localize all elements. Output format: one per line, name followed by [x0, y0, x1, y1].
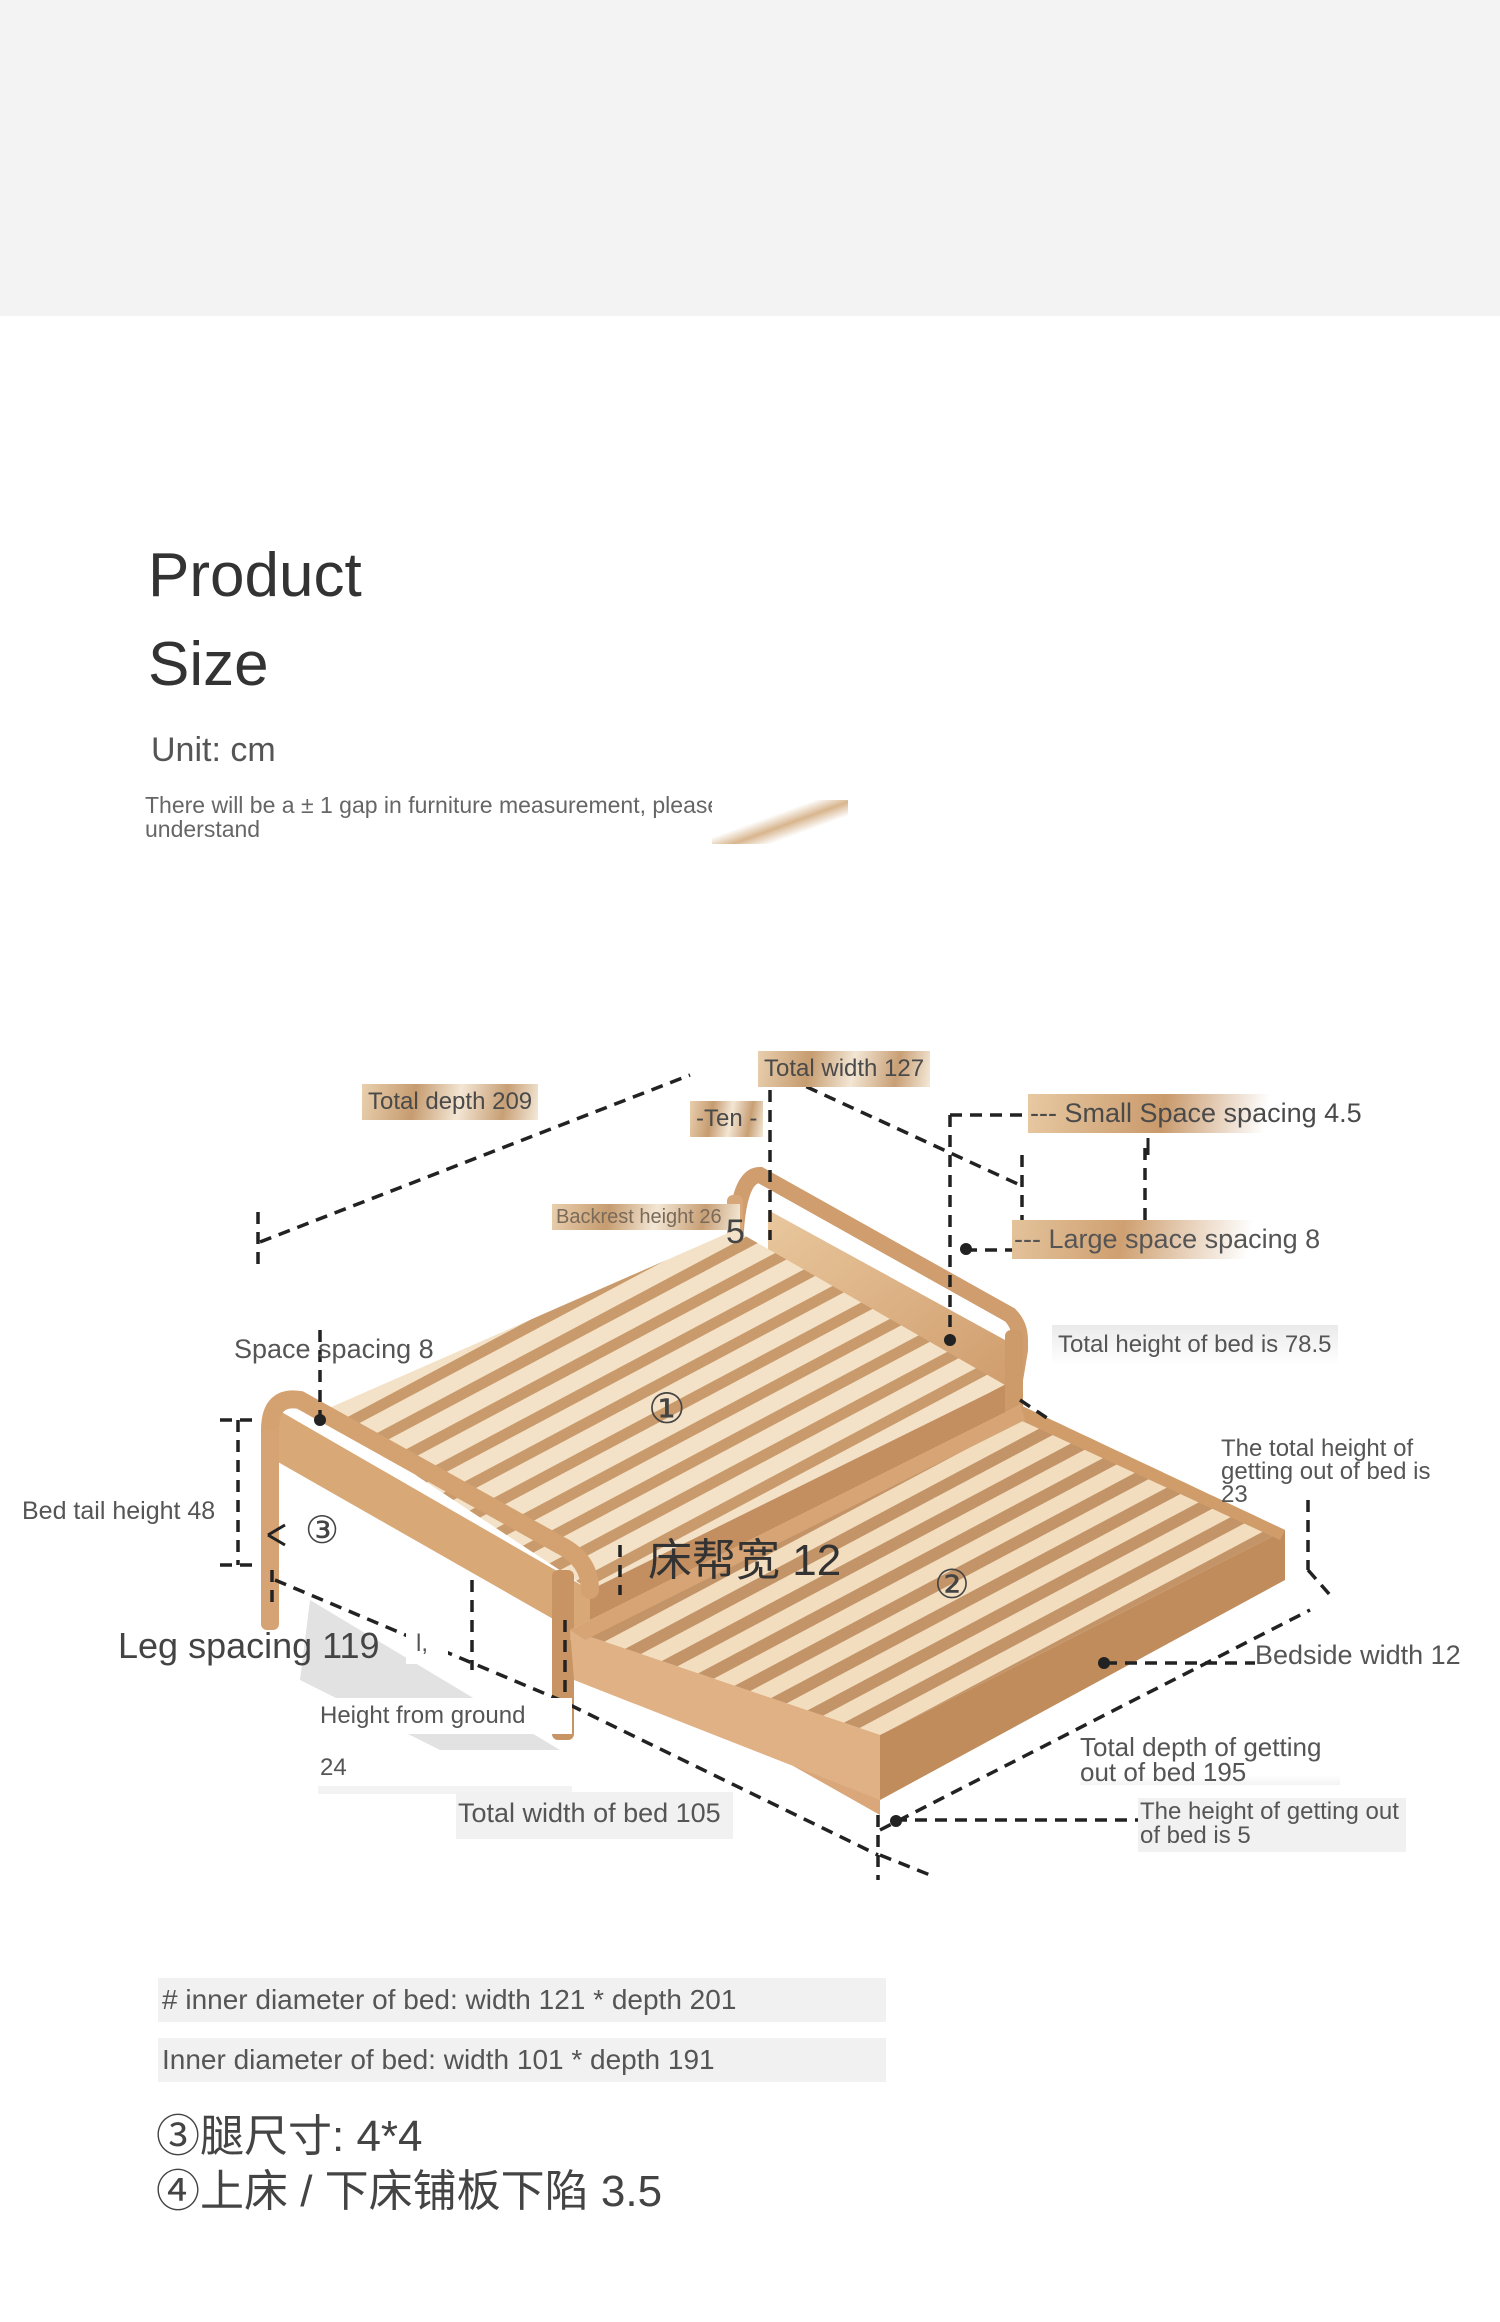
label-height-ground-2: 24 [318, 1750, 572, 1794]
label-total-depth-out: Total depth of getting out of bed 195 [1080, 1734, 1340, 1785]
spec-leg-size: ③腿尺寸: 4*4 [156, 2112, 423, 2161]
unit-label: Unit: cm [151, 731, 276, 769]
label-total-depth: Total depth 209 [362, 1084, 539, 1120]
label-main-bed-marker: ① [648, 1385, 686, 1432]
note-wood-fragment [712, 800, 848, 844]
label-ten: -Ten - [690, 1101, 764, 1137]
label-large-space: --- Large space spacing 8 [1012, 1220, 1329, 1260]
label-height-ground-1: Height from ground [318, 1698, 572, 1734]
label-leg-spacing: Leg spacing 119 [118, 1625, 380, 1666]
top-banner [0, 0, 1500, 316]
label-leg-marker: ③ [305, 1510, 340, 1552]
label-total-width: Total width 127 [758, 1051, 931, 1087]
measurement-note: There will be a ± 1 gap in furniture mea… [145, 792, 721, 842]
label-backrest-height: Backrest height 26 [552, 1204, 740, 1230]
label-bed-tail-height: Bed tail height 48 [22, 1497, 216, 1525]
label-backrest-5: 5 [726, 1213, 745, 1251]
label-total-width-bed: Total width of bed 105 [456, 1792, 733, 1840]
trundle-bed [570, 1405, 1285, 1815]
label-bed-side-cn: 床帮宽 12 [648, 1536, 842, 1585]
page-title-line2: Size [148, 630, 269, 699]
dimension-lines [220, 1068, 1332, 1880]
page-title-line1: Product [148, 541, 362, 610]
label-trundle-marker: ② [934, 1563, 970, 1607]
main-bed [261, 1166, 1028, 1740]
label-leg-mark: l, [406, 1628, 448, 1664]
label-total-height-out: The total height of getting out of bed i… [1221, 1435, 1431, 1508]
label-total-height: Total height of bed is 78.5 [1052, 1325, 1338, 1365]
spec-board-drop: ④上床 / 下床铺板下陷 3.5 [156, 2167, 663, 2216]
label-space-spacing: Space spacing 8 [234, 1334, 434, 1364]
bed-diagram [220, 1068, 1332, 1880]
spec-inner-main: # inner diameter of bed: width 121 * dep… [158, 1978, 886, 2022]
label-small-space: --- Small Space spacing 4.5 [1028, 1094, 1368, 1134]
spec-inner-trundle: Inner diameter of bed: width 101 * depth… [158, 2038, 886, 2082]
bed-tail-arrow [267, 1523, 286, 1547]
label-height-out: The height of getting out of bed is 5 [1138, 1798, 1406, 1852]
dimension-dots [314, 1243, 1110, 1827]
label-bedside-width: Bedside width 12 [1255, 1640, 1461, 1670]
